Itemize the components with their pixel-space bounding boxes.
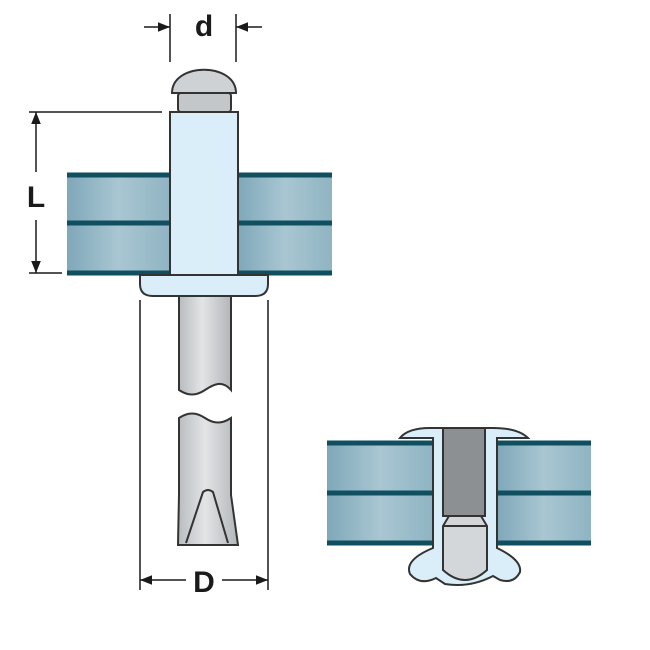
mandrel-shank-lower bbox=[176, 412, 240, 546]
plate-edge-lines bbox=[67, 172, 332, 276]
dimension-d bbox=[144, 14, 262, 62]
dimension-L bbox=[29, 111, 162, 274]
mandrel-head-retained bbox=[442, 515, 488, 581]
mandrel-tip-groove bbox=[185, 489, 229, 544]
plate-edge-lines-right bbox=[327, 440, 591, 546]
mandrel-shank-upper bbox=[178, 295, 232, 396]
label-d: d bbox=[195, 10, 213, 43]
mandrel-remnant bbox=[442, 427, 486, 517]
mandrel-neck bbox=[177, 92, 232, 113]
upper-plate-right bbox=[327, 443, 591, 493]
lower-plate-left bbox=[67, 223, 332, 273]
set-rivet-assembly bbox=[327, 427, 591, 586]
rivet-flange bbox=[139, 274, 269, 297]
rivet-sleeve bbox=[169, 111, 239, 276]
mandrel-head bbox=[170, 68, 238, 94]
lower-plate-right bbox=[327, 493, 591, 543]
upper-plate-left bbox=[67, 175, 332, 223]
label-L: L bbox=[27, 181, 45, 214]
dimension-D bbox=[139, 300, 269, 590]
label-D: D bbox=[193, 566, 215, 599]
unset-rivet-assembly: d L D bbox=[27, 10, 332, 599]
